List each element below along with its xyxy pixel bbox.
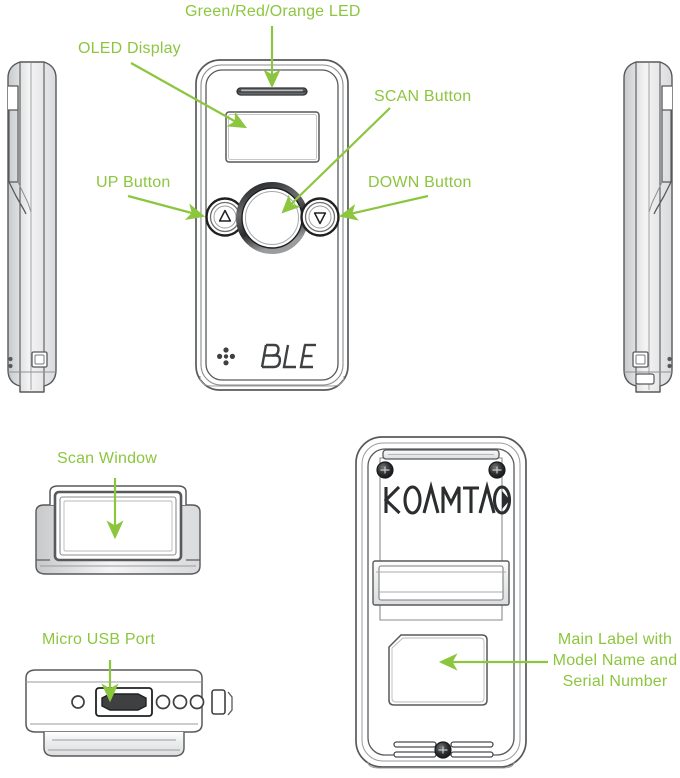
triangle-down-icon [313,212,327,225]
brand-wordmark [383,481,512,515]
callout-label-main-label: Main Label with Model Name and Serial Nu… [551,630,679,692]
callout-label-oled: OLED Display [78,40,181,57]
top-view [35,485,201,575]
reset-hole [71,695,85,709]
scan-window [53,490,183,562]
callout-label-down: DOWN Button [368,174,472,191]
callout-label-led: Green/Red/Orange LED [185,3,361,20]
callout-label-scan-window: Scan Window [57,450,158,467]
callout-label-scan: SCAN Button [374,88,472,105]
main-label [388,634,488,706]
callout-label-micro-usb: Micro USB Port [42,631,156,648]
left-side-view [7,61,57,393]
callout-leaders [101,26,548,703]
right-side-view [623,61,673,393]
leader-down [338,194,429,221]
leader-scan [281,107,391,214]
micro-usb-port [95,687,153,717]
main-label-line-2: Model Name and [552,651,678,669]
bottom-view [25,669,233,757]
belt-clip-band [372,560,510,606]
scan-button[interactable] [236,182,308,254]
main-label-line-1: Main Label with [557,631,673,648]
down-button[interactable] [300,197,340,237]
leader-oled [130,62,247,129]
back-view [355,436,527,769]
front-view [195,59,349,391]
ble-wordmark [260,343,316,369]
leader-up [127,194,206,221]
main-label-line-3: Serial Number [562,672,668,690]
triangle-up-icon [218,209,232,222]
oled-display [225,111,320,163]
status-led-slot [236,87,308,96]
up-button[interactable] [205,197,245,237]
ble-cluster-icon [217,347,235,366]
speaker-grille-right [450,741,494,758]
callout-label-up: UP Button [96,174,171,191]
